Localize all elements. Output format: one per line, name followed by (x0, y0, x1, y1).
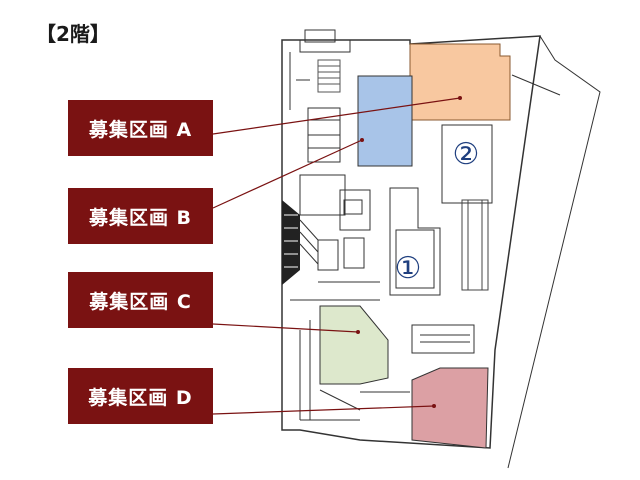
zone-label-d: 募集区画 D (68, 368, 213, 424)
zone-c (319, 305, 389, 385)
zone-label-b: 募集区画 B (68, 188, 213, 244)
zone-d (411, 367, 489, 449)
marker-2: ② (453, 137, 480, 172)
leader-b (212, 139, 363, 209)
zone-a (409, 43, 511, 121)
leader-a (212, 97, 461, 135)
road-edge (507, 35, 601, 469)
building-outline (281, 35, 541, 449)
marker-1: ① (395, 251, 422, 286)
stair-hatch (282, 200, 300, 285)
zone-label-a: 募集区画 A (68, 100, 213, 156)
leader-d (212, 405, 435, 415)
floor-title: 【2階】 (36, 22, 110, 46)
core-1-outline (389, 187, 441, 296)
zone-label-c: 募集区画 C (68, 272, 213, 328)
zone-b (357, 75, 413, 167)
leader-c (212, 323, 359, 333)
